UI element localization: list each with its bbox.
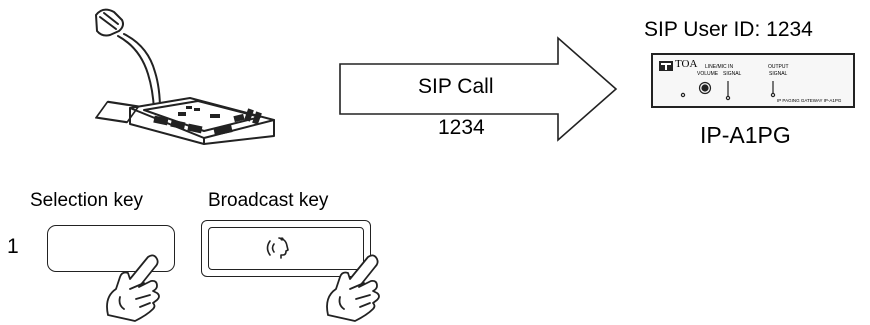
gateway-footer-label: IP PAGING GATEWAY IP-A1PG [777,98,842,103]
arrow-bottom-label: 1234 [438,116,485,139]
sip-call-arrow [339,36,618,142]
selection-key-label: Selection key [30,190,144,211]
gateway-signal-label-2: SIGNAL [769,71,788,77]
gateway-controls [680,81,776,101]
arrow-top-label: SIP Call [418,75,494,98]
gateway-input-label: LINE/MIC IN [705,64,734,70]
pressing-hand-icon [326,254,380,322]
broadcast-key[interactable] [201,220,371,277]
paging-console-icon [95,8,275,145]
broadcast-key-label: Broadcast key [208,190,329,211]
gateway-brand: TOA [675,58,698,70]
gateway-model-name: IP-A1PG [700,122,791,148]
gateway-output-label: OUTPUT [768,64,789,70]
row-number: 1 [7,235,19,258]
gateway-device-panel: TOA LINE/MIC IN VOLUME SIGNAL OUTPUT SIG… [651,53,855,108]
broadcast-key-inner [208,227,364,270]
gateway-signal-label-1: SIGNAL [723,71,742,77]
pressing-hand-icon [106,254,160,322]
toa-logo-icon [659,61,673,71]
speaking-head-icon [266,237,289,259]
sip-user-id-label: SIP User ID: 1234 [644,18,813,41]
gateway-volume-label: VOLUME [697,71,719,77]
